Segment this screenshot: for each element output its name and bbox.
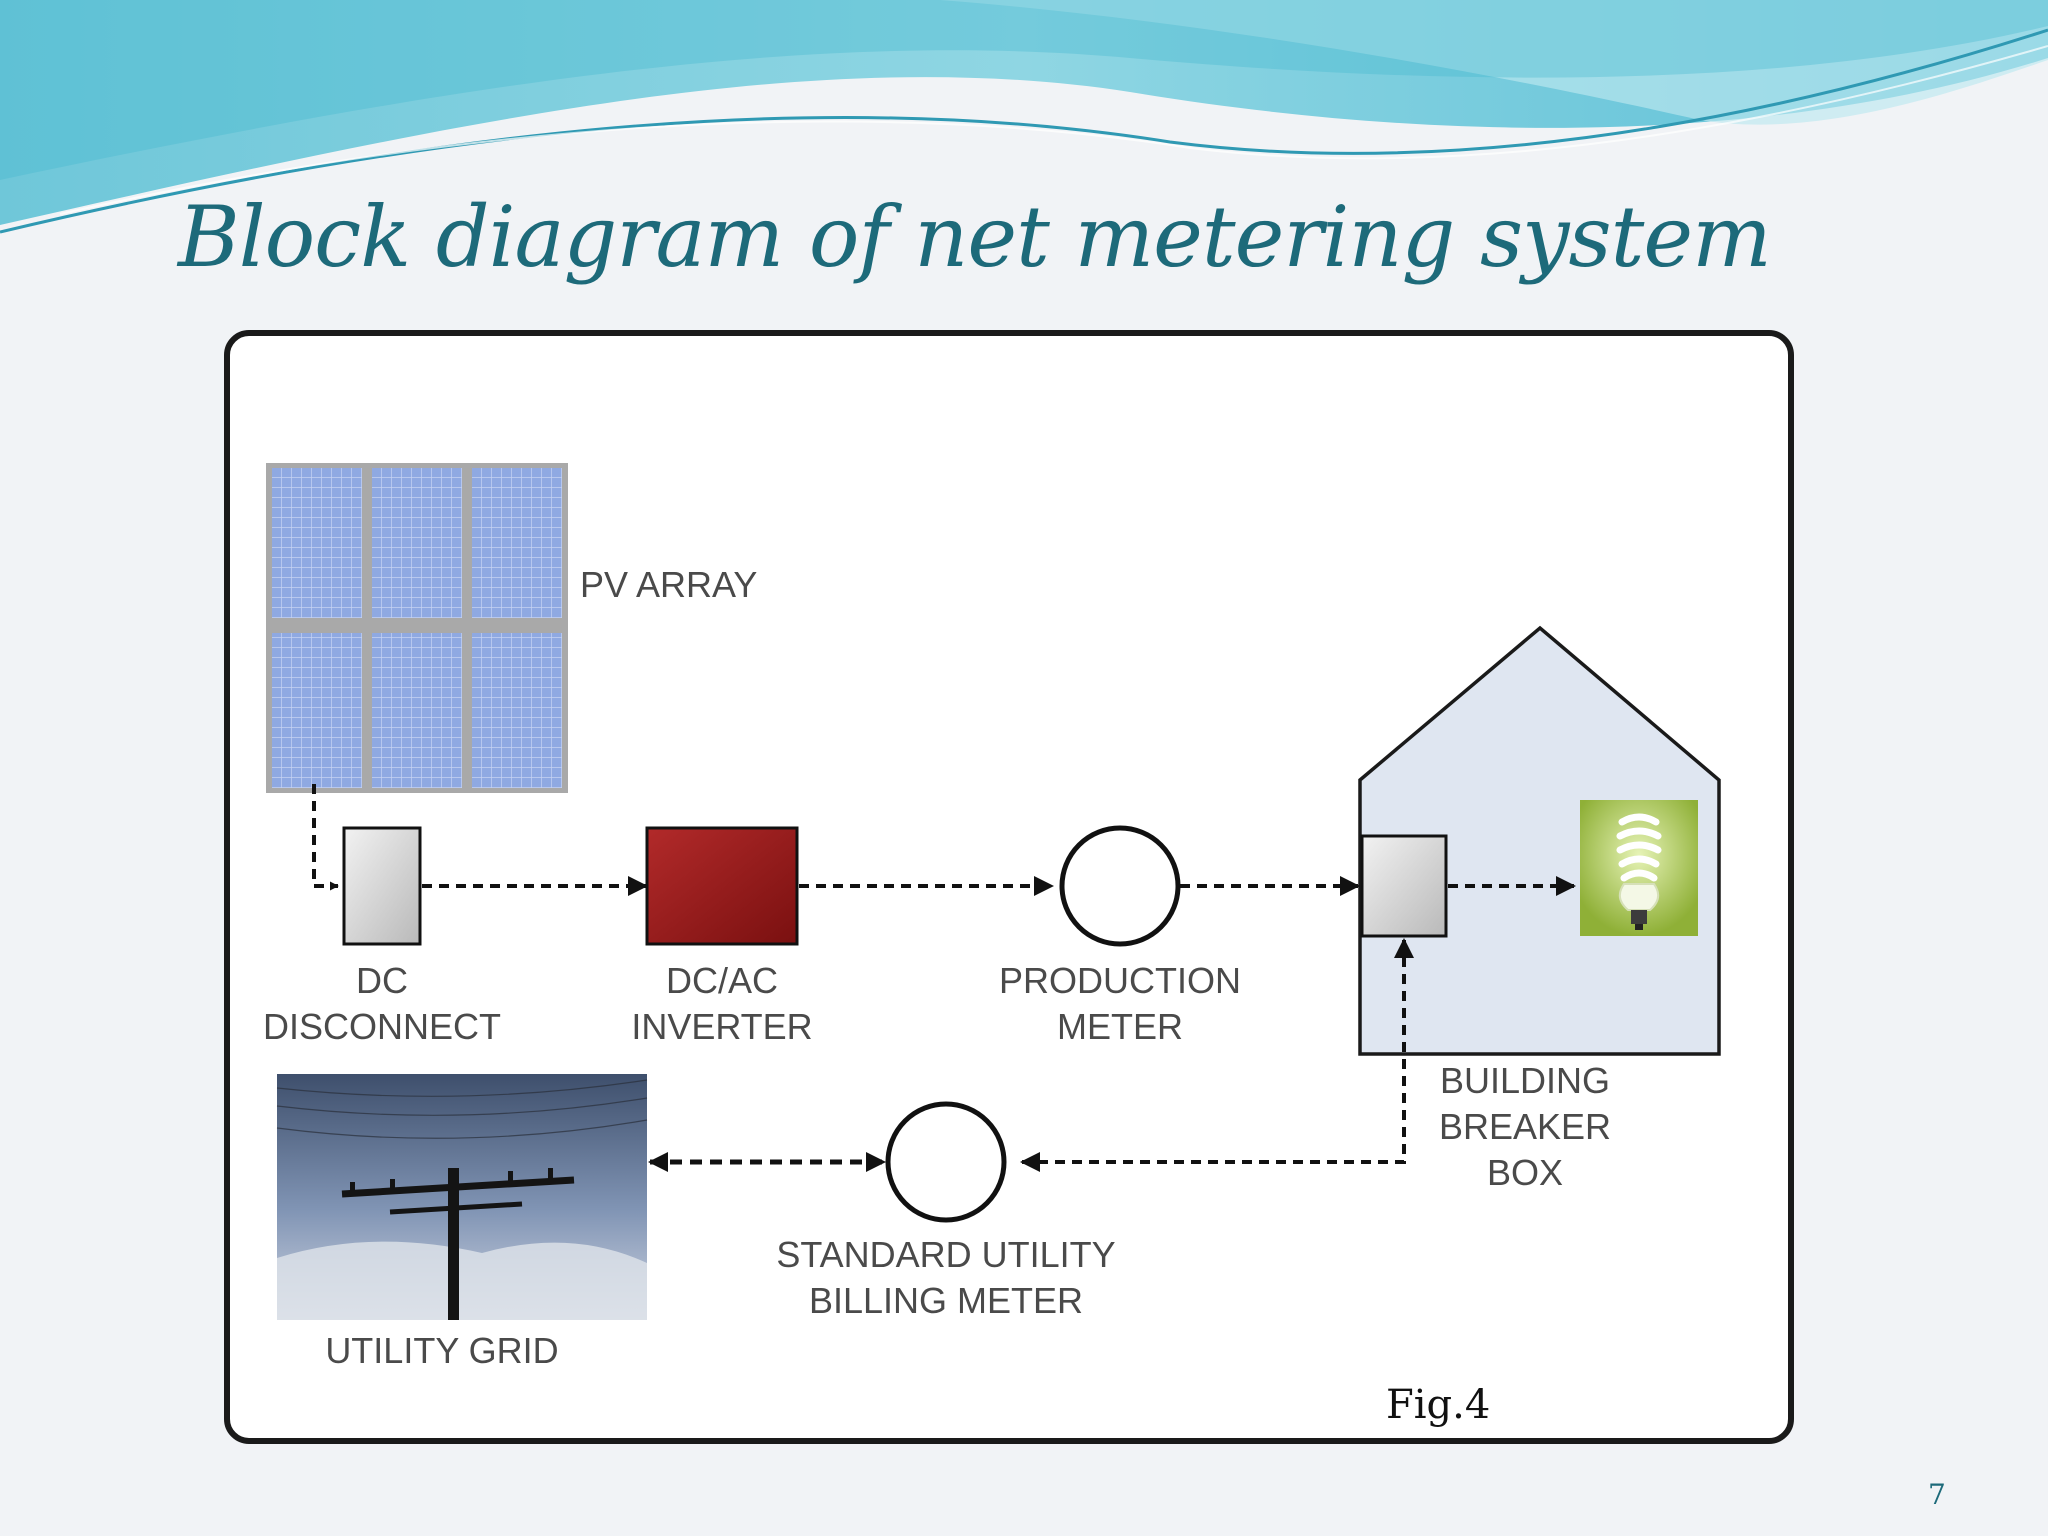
dc-disconnect-box [342,826,422,946]
breaker-to-billing-meter-arrow [1020,938,1414,1172]
utility-grid-label: UTILITY GRID [325,1330,559,1371]
inverter-label-line2: INVERTER [631,1006,813,1047]
dc-disconnect-label-line1: DC [356,960,408,1001]
pv-to-disconnect-arrow [312,784,339,891]
header-wave-decoration [0,0,2048,234]
dc-ac-inverter-box [645,826,799,946]
production-meter-label: PRODUCTION METER [980,958,1260,1050]
breaker-box-label-line1: BUILDING [1439,1060,1611,1101]
net-metering-diagram: PV ARRAY DC DISCONNECT DC/AC INVERTER PR… [222,328,1796,1446]
diagram-canvas [224,330,1794,1444]
billing-meter-label: STANDARD UTILITY BILLING METER [756,1232,1136,1324]
light-bulb-icon [1580,800,1698,936]
pv-array-label: PV ARRAY [580,564,758,605]
breaker-box-label: BUILDING BREAKER BOX [1410,1058,1640,1196]
utility-pole-icon [276,1074,648,1320]
inverter-label: DC/AC INVERTER [592,958,852,1050]
production-meter-label-line1: PRODUCTION [999,960,1241,1001]
production-meter-label-line2: METER [1057,1006,1183,1047]
production-meter-circle [1059,825,1181,947]
slide-title: Block diagram of net metering system [178,188,1772,286]
breaker-box-label-line3: BOX [1486,1152,1564,1193]
billing-meter-label-line2: BILLING METER [808,1280,1084,1321]
billing-meter-circle [885,1101,1007,1223]
breaker-box-label-line2: BREAKER [1438,1106,1612,1147]
dc-disconnect-label-line2: DISCONNECT [262,1006,501,1047]
figure-caption: Fig.4 [1386,1382,1491,1428]
inverter-label-line1: DC/AC [665,960,778,1001]
dc-disconnect-label: DC DISCONNECT [252,958,512,1050]
solar-panel-icon [266,463,568,793]
billing-meter-label-line1: STANDARD UTILITY [776,1234,1116,1275]
page-number: 7 [1928,1478,1946,1511]
breaker-box [1360,834,1448,938]
